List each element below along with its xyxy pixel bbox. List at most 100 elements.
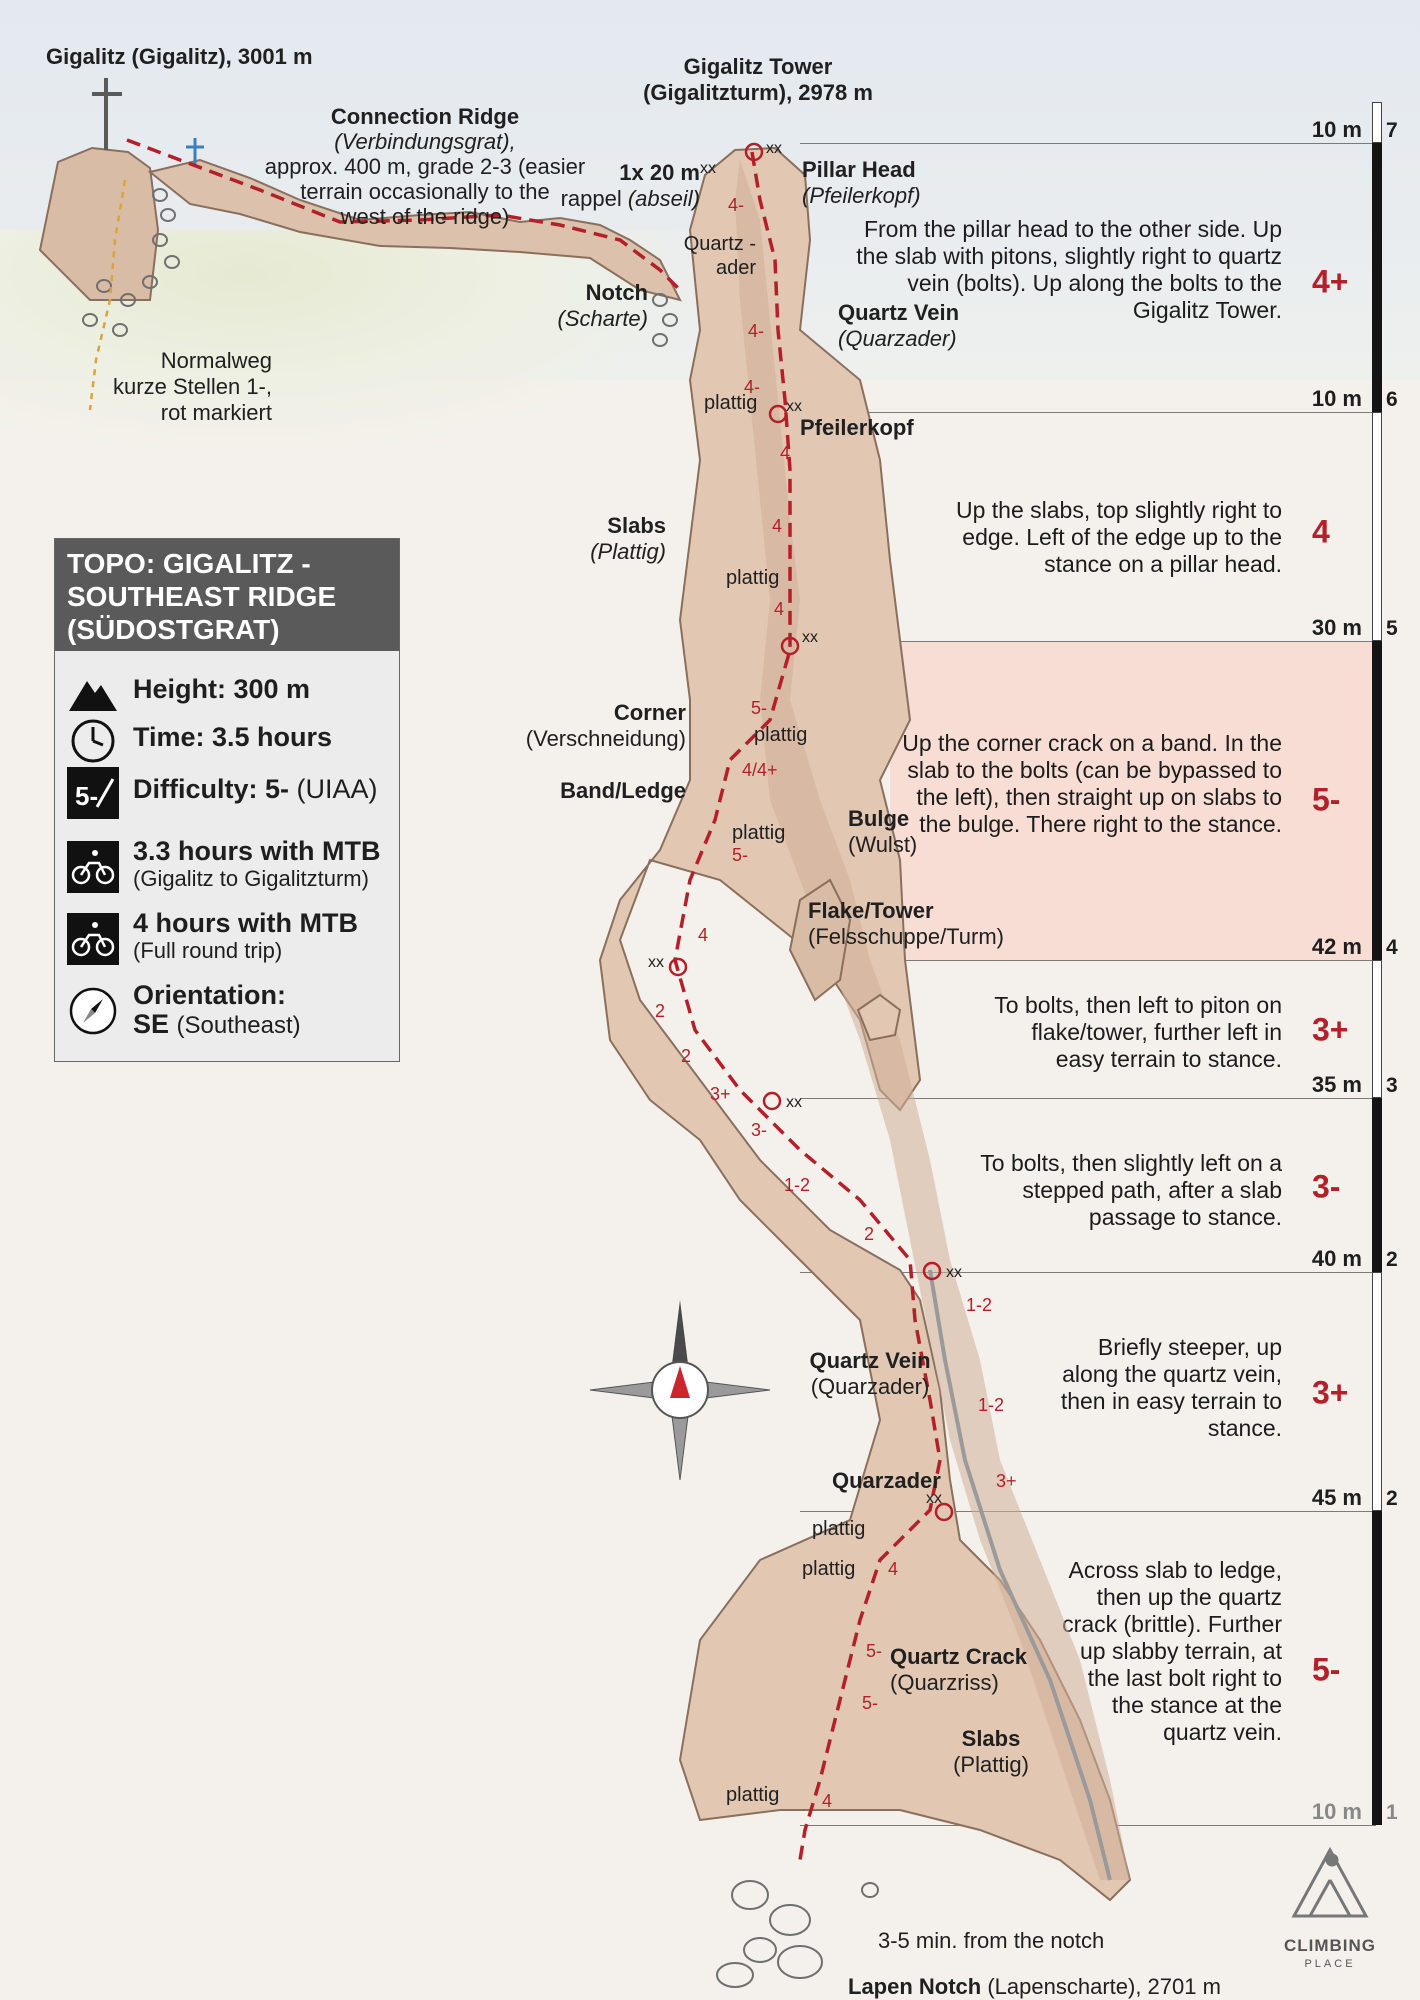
pitch-grade: 4+ bbox=[1312, 263, 1349, 300]
pitch-description: Up the corner crack on a band. In the sl… bbox=[902, 730, 1282, 837]
slabs-low-label: Slabs(Plattig) bbox=[936, 1726, 1046, 1778]
rope-scale-segment bbox=[1372, 412, 1382, 641]
connection-ridge-line: west of the ridge) bbox=[340, 204, 510, 229]
gigalitz-tower-label: Gigalitz Tower(Gigalitzturm), 2978 m bbox=[628, 54, 888, 106]
pitch-length: 45 m bbox=[1311, 1485, 1362, 1510]
bike-icon bbox=[67, 841, 119, 893]
topo-grade: 4 bbox=[698, 925, 709, 945]
climbing-place-logo: CLIMBING PLACE bbox=[1276, 1840, 1384, 1980]
slabs-title: Slabs bbox=[607, 513, 666, 538]
topo-grade: 3+ bbox=[710, 1084, 731, 1104]
gigalitz-tower-line1: Gigalitz Tower bbox=[683, 54, 833, 79]
topo-grade: 5- bbox=[866, 1641, 883, 1661]
rappel-text: rappel bbox=[560, 186, 622, 211]
normalweg-line: rot markiert bbox=[160, 400, 272, 425]
topo-grade: 5- bbox=[732, 845, 749, 865]
corner-title: Corner bbox=[613, 700, 686, 725]
quartz-vein bbox=[928, 1269, 1112, 1881]
height-text: Height: 300 m bbox=[133, 674, 311, 704]
time-row: Time: 3.5 hours bbox=[67, 711, 393, 771]
pitch-number: 2 bbox=[1386, 1487, 1398, 1510]
difficulty-text: Difficulty: 5- (UIAA) bbox=[133, 774, 378, 804]
bulge-title: Bulge bbox=[848, 806, 910, 831]
quartz-vein-top-italic: (Quarzader) bbox=[838, 326, 957, 351]
topo-grade: 4- bbox=[748, 321, 765, 341]
quartzader-line: ader bbox=[715, 257, 756, 279]
pitch-length: 30 m bbox=[1311, 615, 1362, 640]
ridge-cross-icon bbox=[186, 138, 204, 164]
normalweg-path bbox=[88, 179, 127, 411]
topo-grade: 1-2 bbox=[966, 1295, 993, 1315]
pitch-grade: 5- bbox=[1312, 1651, 1341, 1688]
pitch-separator bbox=[800, 641, 1376, 642]
pitch-highlight bbox=[890, 641, 1376, 960]
summit-rock bbox=[38, 146, 160, 301]
quartz-vein-top-label: Quartz Vein(Quarzader) bbox=[838, 300, 959, 352]
pitch-description: From the pillar head to the other side. … bbox=[856, 216, 1282, 323]
topo-bolts: xx bbox=[786, 398, 802, 415]
pitch-description: Across slab to ledge, then up the quartz… bbox=[1062, 1557, 1282, 1745]
pitch-number: 3 bbox=[1386, 1074, 1398, 1097]
lapen-notch-label: Lapen Notch (Lapenscharte), 2701 m bbox=[848, 1974, 1221, 2000]
connection-ridge-line: approx. 400 m, grade 2-3 (easier bbox=[264, 154, 586, 179]
logo-word-1: CLIMBING bbox=[1283, 1936, 1377, 1955]
rope-scale-segment bbox=[1372, 641, 1382, 960]
mountain-icon bbox=[69, 681, 117, 711]
pitch-grade: 3+ bbox=[1312, 1374, 1349, 1411]
topo-grade: 4 bbox=[888, 1559, 899, 1579]
quartz-crack-label: Quartz Crack(Quarzriss) bbox=[890, 1644, 1027, 1696]
rope-scale-segment bbox=[1372, 1272, 1382, 1511]
rappel-bold: 1x 20 m bbox=[619, 160, 700, 185]
mtb-text-2: 4 hours with MTB(Full round trip) bbox=[133, 908, 358, 964]
flake-tower-label: Flake/Tower(Felsschuppe/Turm) bbox=[808, 898, 1004, 950]
topo-grade: 4 bbox=[822, 1791, 833, 1811]
flake-tower-subtitle: (Felsschuppe/Turm) bbox=[808, 924, 1005, 949]
orientation-text: Orientation:SE (Southeast) bbox=[133, 980, 301, 1040]
difficulty-icon: 5- bbox=[67, 767, 119, 819]
connection-ridge-title: Connection Ridge bbox=[330, 104, 520, 129]
time-text: Time: 3.5 hours bbox=[133, 722, 333, 752]
topo-grade: 4/4+ bbox=[742, 760, 778, 780]
compass-icon bbox=[69, 987, 117, 1035]
flake-tower-title: Flake/Tower bbox=[808, 898, 934, 923]
pitch-number: 6 bbox=[1386, 388, 1398, 411]
topo-plattig: plattig bbox=[726, 567, 780, 589]
pitch-description: To bolts, then left to piton on flake/to… bbox=[994, 992, 1282, 1072]
pitch-grade: 3- bbox=[1312, 1168, 1341, 1205]
topo-grade: 5- bbox=[862, 1693, 879, 1713]
pitch-length: 10 m bbox=[1311, 1799, 1362, 1824]
quartzader-line: Quartz - bbox=[683, 233, 756, 255]
topo-bolts: xx bbox=[648, 954, 664, 971]
topo-grade: 2 bbox=[681, 1046, 692, 1066]
pitch-length: 42 m bbox=[1311, 934, 1362, 959]
pitch-length: 35 m bbox=[1311, 1072, 1362, 1097]
quartz-crack-title: Quartz Crack bbox=[890, 1644, 1027, 1669]
slabs-italic: (Plattig) bbox=[590, 539, 666, 564]
pitch-number: 1 bbox=[1386, 1801, 1398, 1824]
rope-scale-segment bbox=[1372, 960, 1382, 1098]
topo-grade: 4 bbox=[774, 599, 785, 619]
corner-label: Corner(Verschneidung) bbox=[490, 700, 686, 752]
topo-grade: 2 bbox=[864, 1224, 875, 1244]
topo-grade: 4- bbox=[728, 195, 745, 215]
pitch-separator bbox=[800, 1511, 1376, 1512]
rope-scale-segment bbox=[1372, 102, 1382, 143]
topo-bolts: xx bbox=[766, 140, 782, 157]
pillar-head-italic: (Pfeilerkopf) bbox=[802, 183, 921, 208]
topo-grade: 4 bbox=[780, 443, 791, 463]
approach-label: 3-5 min. from the notch bbox=[878, 1928, 1105, 1953]
pitch-length: 10 m bbox=[1311, 117, 1362, 142]
connection-ridge-label: Connection Ridge (Verbindungsgrat),appro… bbox=[240, 104, 610, 229]
height-row: Height: 300 m bbox=[67, 663, 393, 723]
topo-bolts: xx bbox=[786, 1094, 802, 1111]
lapen-notch-rest: (Lapenscharte), 2701 m bbox=[987, 1974, 1221, 1999]
flake-tower bbox=[788, 878, 852, 1002]
pitch-grade: 5- bbox=[1312, 781, 1341, 818]
topo-plattig: plattig bbox=[726, 1784, 780, 1806]
pitch-number: 4 bbox=[1386, 936, 1398, 959]
corner-subtitle: (Verschneidung) bbox=[525, 726, 686, 751]
connection-ridge-italic: (Verbindungsgrat), bbox=[334, 129, 516, 154]
